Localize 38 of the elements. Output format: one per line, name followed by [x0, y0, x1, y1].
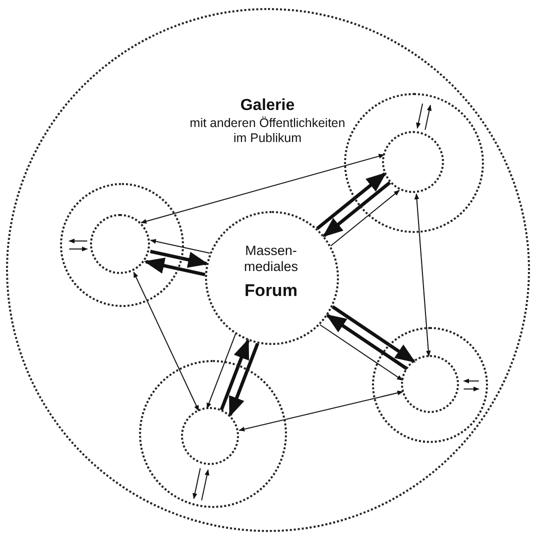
arrow: [326, 314, 408, 370]
double-arrow: [414, 193, 431, 357]
arrow: [150, 239, 210, 254]
arrow: [206, 334, 236, 409]
dotted-circle: [60, 182, 184, 306]
dotted-circle: [90, 214, 150, 274]
dotted-circle: [344, 92, 484, 232]
double-arrow: [133, 272, 200, 412]
arrow: [330, 190, 400, 246]
arrow: [228, 342, 260, 418]
arrow: [68, 246, 88, 252]
arrow: [416, 103, 424, 129]
dotted-circle: [138, 360, 286, 508]
node-label: Massen- mediales: [242, 243, 300, 276]
arrow: [220, 338, 250, 411]
arrow: [201, 469, 210, 501]
subtitle-text: mit anderen Öffentlichkeiten im Publikum: [188, 116, 346, 146]
arrow: [424, 104, 432, 130]
arrow: [316, 172, 386, 230]
double-arrow: [238, 390, 404, 432]
dotted-circle: [204, 210, 338, 344]
arrow: [322, 181, 391, 238]
arrow: [150, 250, 209, 268]
double-arrow: [140, 154, 385, 224]
dotted-circle: [401, 355, 459, 413]
dotted-circle: [372, 326, 488, 442]
node-label: Forum: [244, 281, 298, 302]
arrow: [319, 324, 403, 381]
arrow: [332, 305, 416, 363]
arrow: [192, 468, 201, 500]
arrow: [463, 386, 480, 392]
dotted-circle: [181, 407, 239, 465]
arrow: [68, 238, 88, 244]
arrow: [463, 378, 480, 384]
arrow: [144, 258, 206, 276]
dotted-circle: [6, 8, 530, 532]
heading: Galerie: [239, 96, 296, 115]
dotted-circle: [382, 131, 444, 193]
